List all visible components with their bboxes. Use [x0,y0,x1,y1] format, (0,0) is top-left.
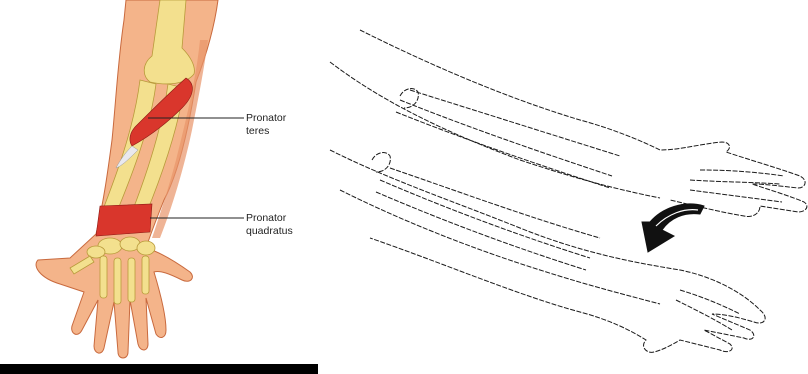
pronator-teres-label-line2: teres [246,125,269,137]
lower-hand-fingers [676,290,740,330]
pronator-teres-label-line1: Pronator [246,112,287,124]
lower-forearm-lower-edge [340,190,660,304]
pronator-quadratus-label-line2: quadratus [246,225,293,237]
caption-bar [0,364,318,374]
upper-ulna [410,90,620,156]
lower-ulna [390,168,600,238]
pronation-rotation-arrow [642,204,704,252]
upper-forearm-lower-edge [330,62,660,198]
upper-hand-fingers [690,170,784,202]
anatomical-forearm-illustration: Pronator teres Pronator quadratus [0,0,318,374]
upper-elbow-bump [400,89,418,108]
pronator-quadratus-label-line1: Pronator [246,212,287,224]
upper-radius [396,100,612,188]
pronator-quadratus-muscle [96,204,152,236]
lower-elbow-bump [372,153,390,172]
upper-forearm-outline [360,30,807,217]
pronation-line-drawing [330,30,807,352]
